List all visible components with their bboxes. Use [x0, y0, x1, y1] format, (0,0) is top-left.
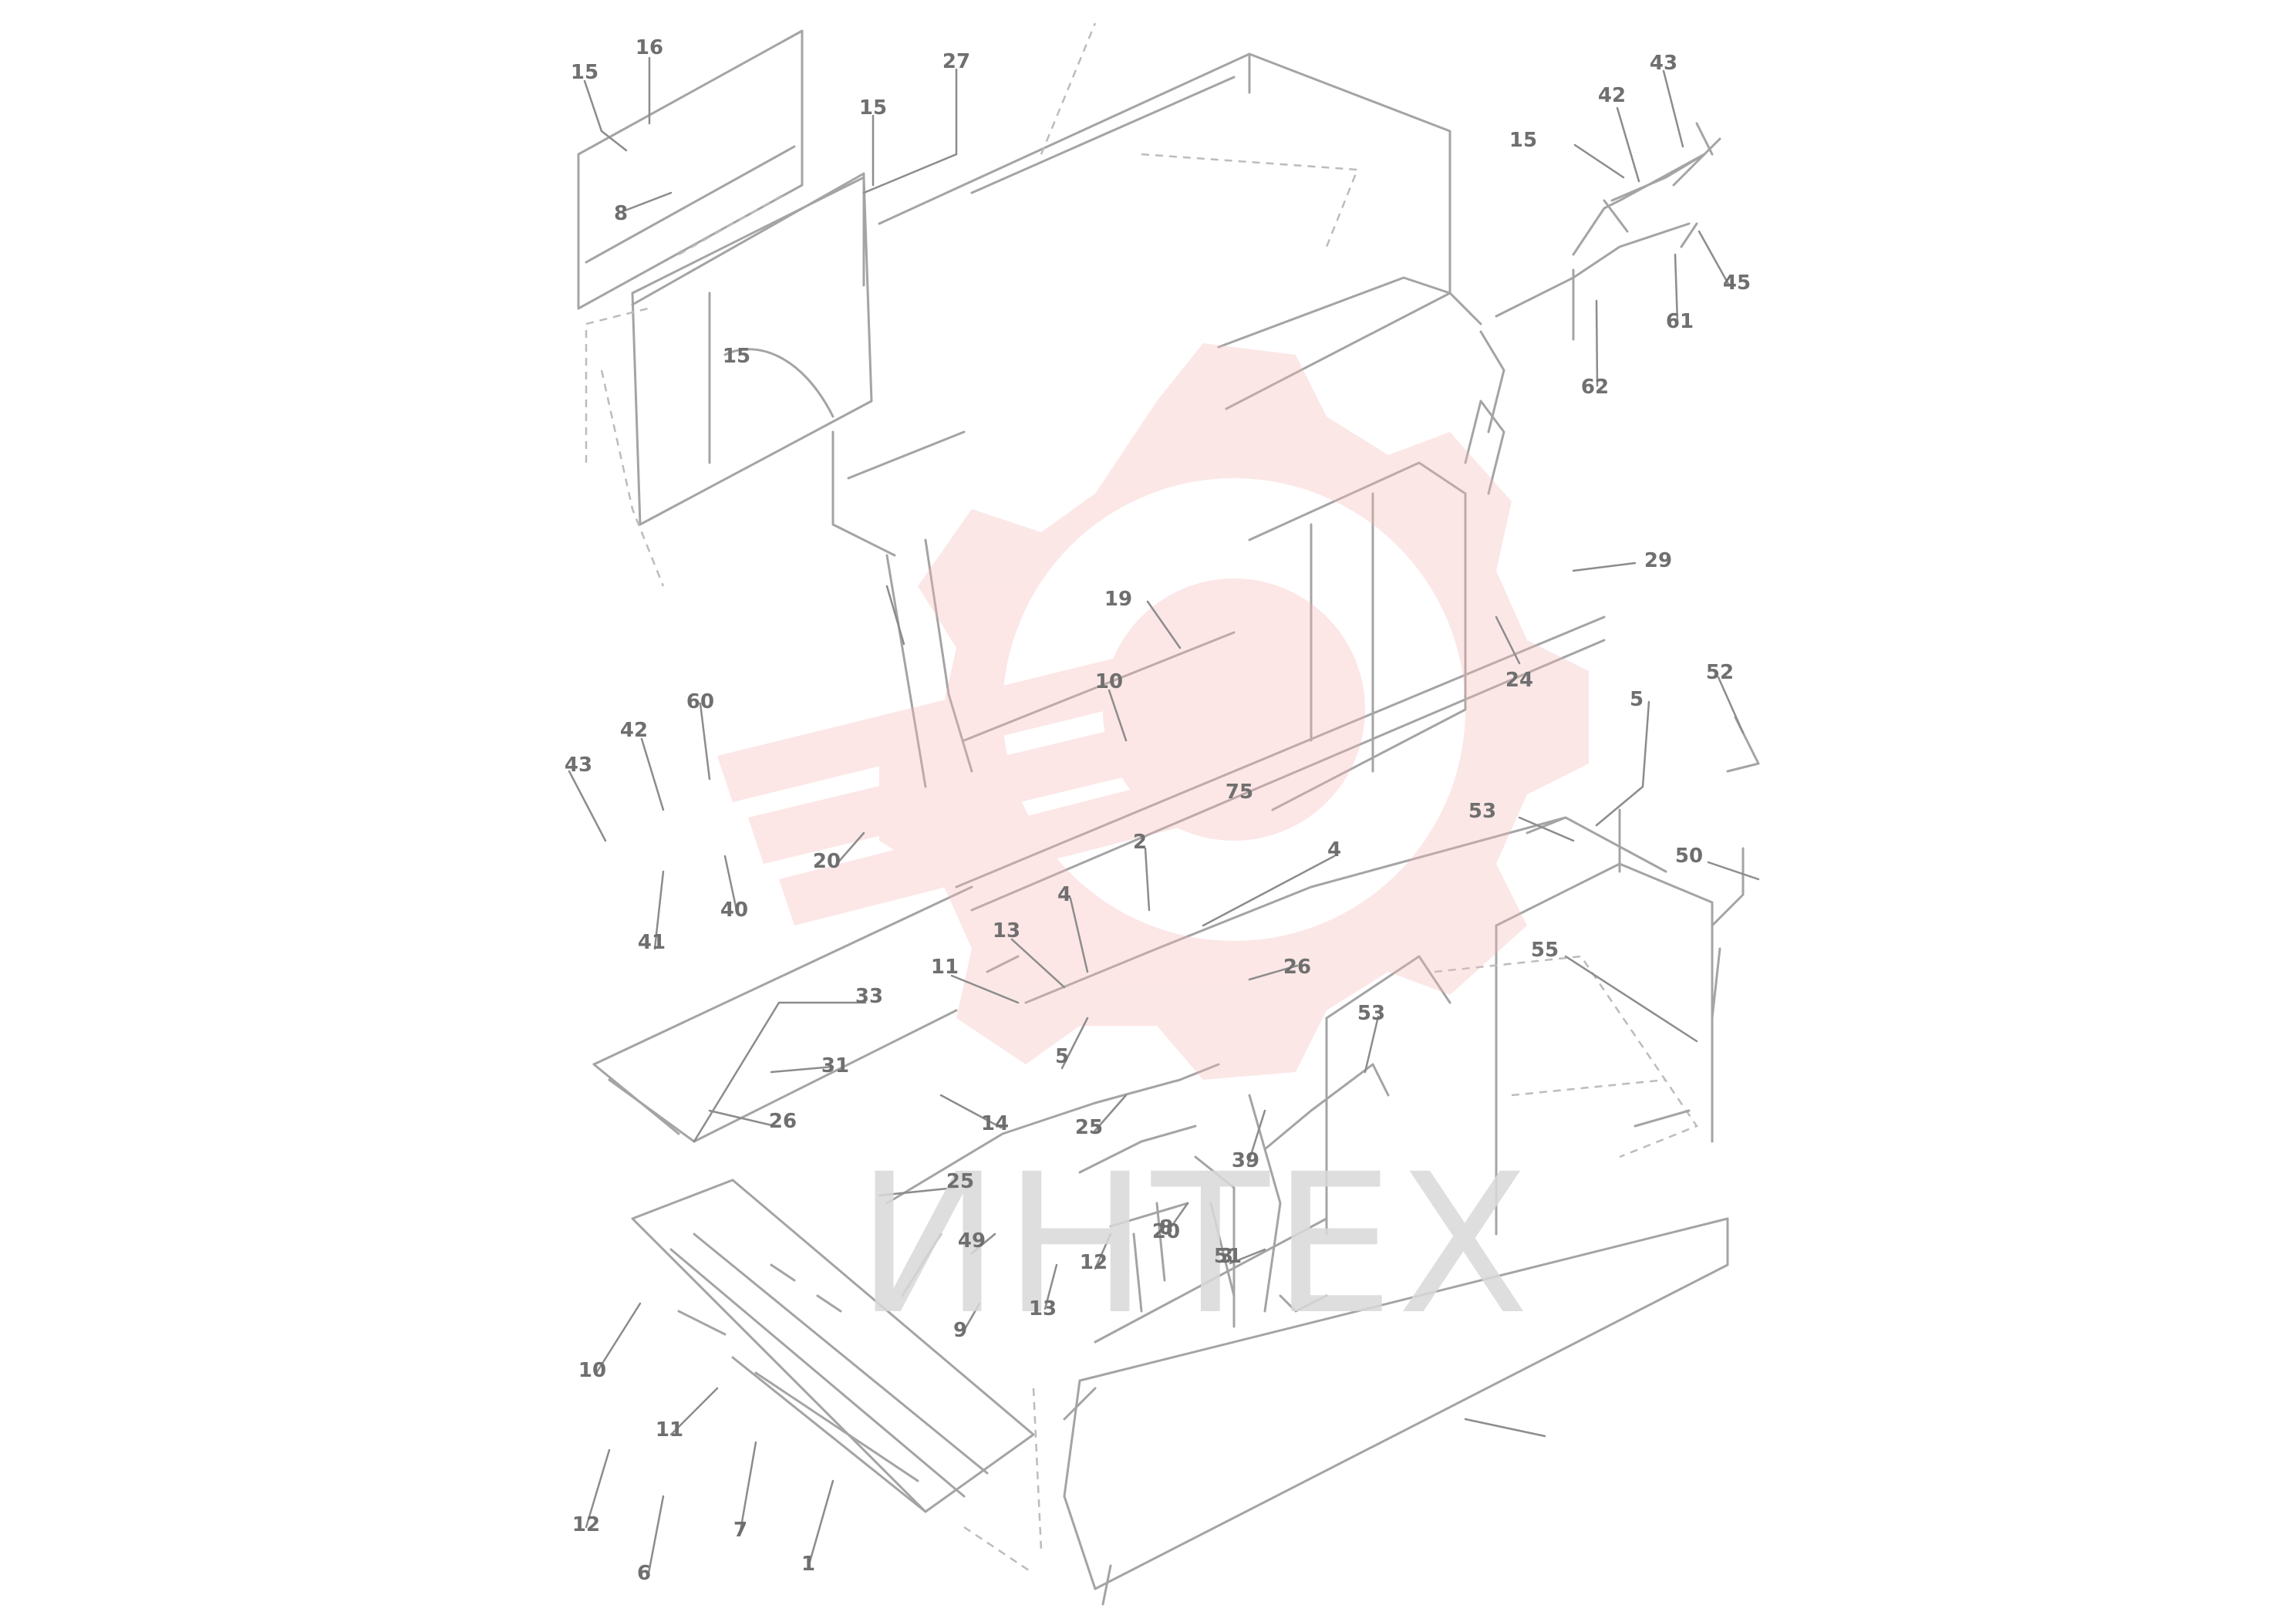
callout-number: 52	[1706, 661, 1734, 684]
callout-number: 11	[656, 1418, 683, 1442]
callout-number: 4	[1057, 883, 1071, 906]
callout-number: 6	[637, 1562, 651, 1585]
callout-number: 40	[720, 899, 748, 922]
callout-number: 39	[1232, 1149, 1259, 1172]
callout-number: 15	[723, 345, 750, 368]
callout-number: 60	[686, 690, 714, 713]
callout-number: 15	[571, 61, 598, 84]
callout-number: 51	[1214, 1245, 1242, 1268]
callout-number: 16	[636, 36, 663, 59]
callout-number: 61	[1666, 310, 1694, 333]
callout-number: 11	[931, 956, 959, 979]
diagram-line-art	[577, 22, 1760, 1606]
callout-number: 45	[1723, 271, 1751, 295]
callout-number: 10	[1095, 670, 1123, 693]
callout-number: 26	[769, 1110, 797, 1133]
watermark-gear	[717, 343, 1589, 1080]
callout-number: 5	[1055, 1045, 1069, 1068]
callout-number: 42	[1598, 84, 1626, 107]
callout-number: 12	[572, 1513, 600, 1536]
callout-number: 8	[1159, 1216, 1173, 1239]
callout-number: 15	[859, 96, 887, 120]
leader-lines	[568, 56, 1760, 1579]
callout-number: 26	[1283, 956, 1311, 979]
callout-number: 53	[1357, 1002, 1385, 1025]
callout-number: 3	[1219, 1245, 1233, 1268]
callout-number: 19	[1104, 588, 1132, 611]
callout-number: 53	[1468, 800, 1496, 823]
callout-number: 33	[855, 985, 883, 1008]
callout-number: 7	[733, 1519, 747, 1542]
callout-number: 14	[981, 1112, 1009, 1135]
callout-number: 4	[1327, 838, 1341, 862]
callout-number: 12	[1080, 1251, 1108, 1274]
callout-number: 2	[1133, 831, 1147, 854]
callout-number: 43	[565, 754, 592, 777]
callout-number: 1	[801, 1553, 815, 1576]
callout-number: 5	[1630, 688, 1644, 711]
callout-number: 13	[1029, 1297, 1057, 1320]
callout-number: 41	[638, 931, 666, 954]
callout-number: 27	[942, 50, 970, 73]
callout-number: 24	[1505, 669, 1533, 692]
callout-number: 42	[620, 719, 648, 742]
callout-number: 9	[953, 1319, 967, 1342]
callout-number: 49	[958, 1229, 986, 1253]
callout-labels: 15 16 27 15 8 15 42 43 45 61 62 29 24 19…	[565, 36, 1751, 1585]
callout-number: 25	[946, 1170, 974, 1193]
callout-number: 50	[1675, 845, 1703, 868]
callout-number: 10	[578, 1359, 606, 1382]
callout-number: 43	[1650, 52, 1677, 75]
callout-number: 25	[1075, 1116, 1103, 1139]
watermark-text: ИНТЕХ	[856, 1132, 1532, 1357]
callout-number: 13	[993, 919, 1020, 943]
callout-number: 31	[821, 1054, 849, 1077]
callout-number: 75	[1226, 781, 1253, 804]
callout-number: 62	[1581, 376, 1609, 399]
callout-number: 20	[1152, 1220, 1180, 1243]
callout-number: 15	[1509, 129, 1537, 152]
callout-number: 20	[813, 850, 841, 873]
callout-number: 29	[1644, 549, 1672, 572]
callout-number: 8	[614, 202, 628, 225]
callout-number: 55	[1531, 939, 1559, 962]
